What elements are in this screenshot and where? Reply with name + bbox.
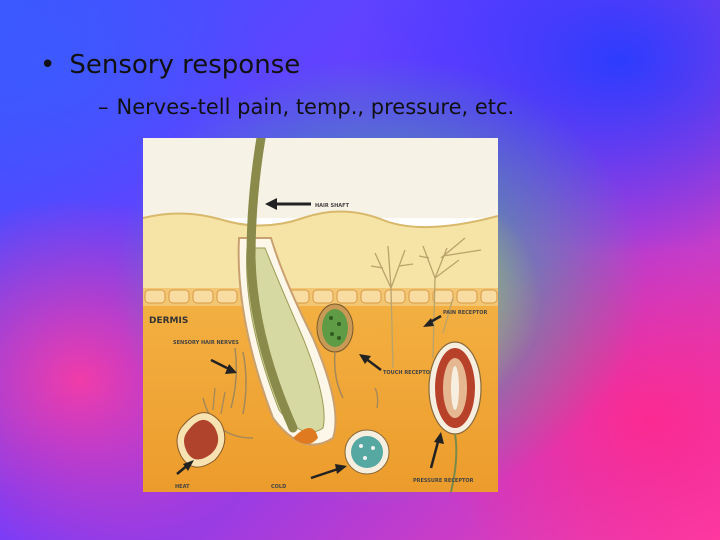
hair-shaft	[246, 138, 298, 433]
heat-receptor-callout: HEAT	[175, 460, 194, 490]
skin-diagram: HAIR SHAFT DERMIS PAIN RECEPTOR	[143, 138, 498, 492]
heat-label: HEAT	[175, 484, 190, 490]
bullet-text: Sensory response	[69, 50, 301, 80]
pain-receptor-label: PAIN RECEPTOR	[443, 310, 488, 316]
pressure-receptor-callout: PRESSURE RECEPTOR	[413, 432, 474, 484]
sub-bullet-item: – Nerves-tell pain, temp., pressure, etc…	[98, 95, 514, 119]
skin-surface-line	[143, 210, 498, 229]
pressure-receptor-label: PRESSURE RECEPTOR	[413, 478, 474, 484]
sensory-hair-nerves-callout: SENSORY HAIR NERVES	[173, 340, 239, 374]
bullet-symbol: •	[40, 50, 56, 80]
heat-receptor	[176, 387, 226, 468]
bullet-item: • Sensory response	[40, 50, 300, 80]
skin-diagram-svg: HAIR SHAFT DERMIS PAIN RECEPTOR	[143, 138, 498, 492]
cold-receptor-callout: COLD	[271, 464, 347, 490]
sensory-hair-nerves-label: SENSORY HAIR NERVES	[173, 340, 239, 346]
cold-receptor	[344, 387, 390, 475]
epidermis-layer	[143, 211, 498, 288]
touch-receptor-callout: TOUCH RECEPTOR	[359, 354, 434, 376]
touch-receptor-label: TOUCH RECEPTOR	[383, 370, 434, 376]
cold-label: COLD	[271, 484, 286, 490]
background-top	[143, 138, 498, 218]
basal-cell-row	[143, 288, 498, 306]
pain-receptor-nerves	[370, 237, 482, 369]
sub-bullet-text: Nerves-tell pain, temp., pressure, etc.	[116, 95, 515, 119]
pressure-receptor	[428, 341, 482, 492]
dermis-label: DERMIS	[149, 316, 188, 326]
hair-follicle	[237, 237, 337, 446]
pain-receptor-callout: PAIN RECEPTOR	[423, 310, 488, 327]
sub-bullet-symbol: –	[98, 95, 109, 119]
hair-shaft-label: HAIR SHAFT	[315, 203, 350, 209]
hair-shaft-callout: HAIR SHAFT	[265, 198, 350, 210]
touch-receptor	[316, 303, 354, 399]
